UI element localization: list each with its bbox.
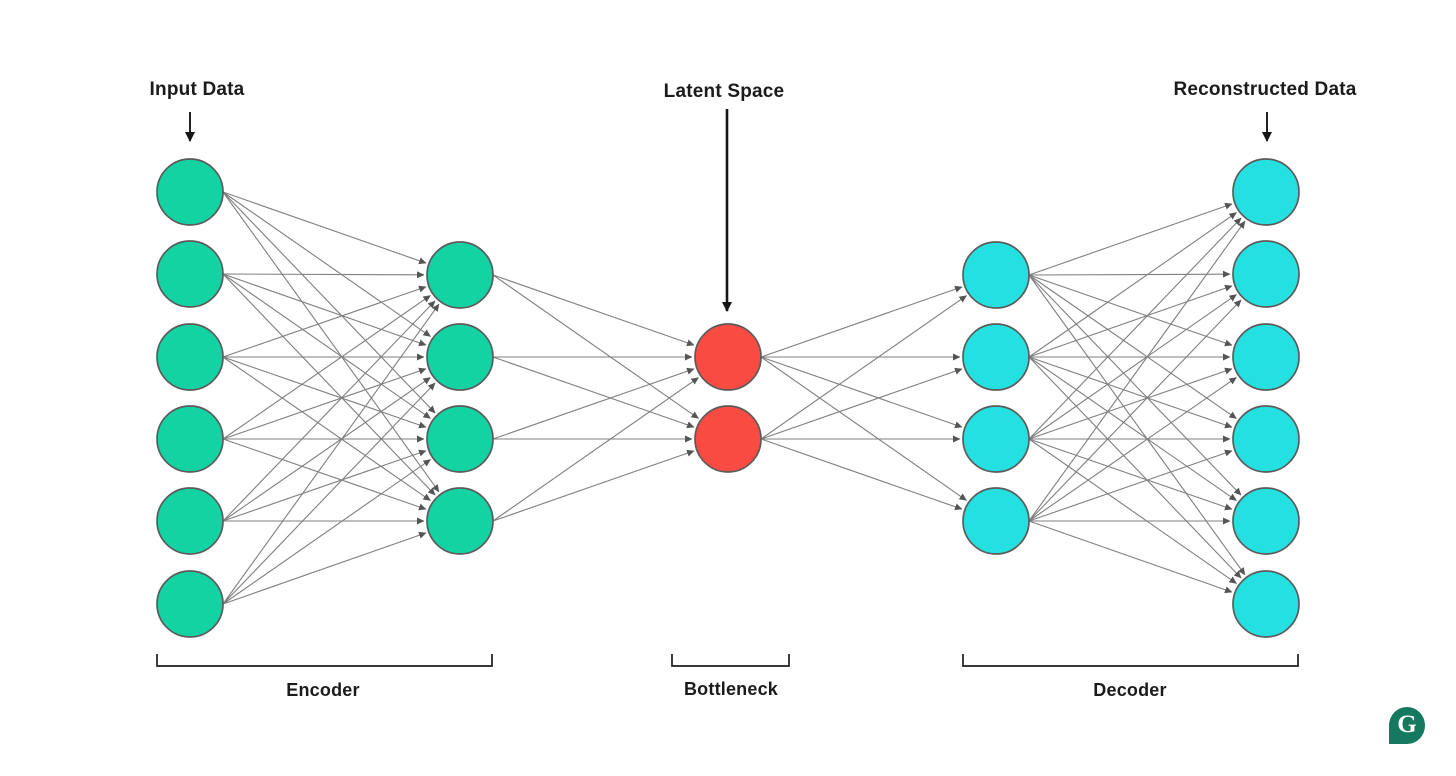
edge-decoder-hidden-layer-to-output-layer <box>1028 367 1233 440</box>
edge-decoder-hidden-layer-to-output-layer <box>1028 274 1246 576</box>
edge-input-layer-to-encoder-hidden-layer <box>222 271 425 279</box>
node-input-layer-5 <box>156 570 224 638</box>
node-input-layer-0 <box>156 158 224 226</box>
decoder-label: Decoder <box>1093 680 1166 700</box>
edge-input-layer-to-encoder-hidden-layer <box>222 273 431 419</box>
node-output-layer-5 <box>1232 570 1300 638</box>
node-decoder-hidden-layer-3 <box>962 487 1030 555</box>
edge-input-layer-to-encoder-hidden-layer <box>222 295 431 440</box>
edge-input-layer-to-encoder-hidden-layer <box>222 273 436 496</box>
encoder-label: Encoder <box>286 680 359 700</box>
edge-encoder-hidden-layer-to-bottleneck-layer <box>492 356 695 429</box>
node-encoder-hidden-layer-3 <box>426 487 494 555</box>
edge-encoder-hidden-layer-to-bottleneck-layer <box>492 449 695 522</box>
edge-decoder-hidden-layer-to-output-layer <box>1028 449 1233 522</box>
edge-encoder-hidden-layer-to-bottleneck-layer <box>492 274 695 347</box>
grammarly-logo-letter: G <box>1397 711 1417 738</box>
edge-input-layer-to-encoder-hidden-layer <box>222 356 431 501</box>
node-output-layer-0 <box>1232 158 1300 226</box>
edge-decoder-hidden-layer-to-output-layer <box>1028 270 1231 278</box>
edge-decoder-hidden-layer-to-output-layer <box>1028 299 1242 522</box>
node-decoder-hidden-layer-2 <box>962 405 1030 473</box>
node-decoder-hidden-layer-1 <box>962 323 1030 391</box>
edge-encoder-hidden-layer-to-bottleneck-layer <box>492 377 699 522</box>
edge-input-layer-to-encoder-hidden-layer <box>222 285 427 358</box>
node-encoder-hidden-layer-0 <box>426 241 494 309</box>
edge-input-layer-to-encoder-hidden-layer <box>222 273 427 347</box>
edge-input-layer-to-encoder-hidden-layer <box>222 191 440 493</box>
bottleneck-label: Bottleneck <box>684 679 779 699</box>
edge-bottleneck-layer-to-decoder-hidden-layer <box>760 285 963 358</box>
node-encoder-hidden-layer-2 <box>426 405 494 473</box>
reconstructed-data-label: Reconstructed Data <box>1173 79 1356 100</box>
edge-decoder-hidden-layer-to-output-layer <box>1028 438 1237 584</box>
edge-decoder-hidden-layer-to-output-layer <box>1028 438 1233 511</box>
edge-input-layer-to-encoder-hidden-layer <box>222 531 427 605</box>
edge-decoder-hidden-layer-to-output-layer <box>1028 274 1233 347</box>
edge-input-layer-to-encoder-hidden-layer <box>222 300 436 522</box>
edge-decoder-hidden-layer-to-output-layer <box>1028 356 1233 429</box>
edge-input-layer-to-encoder-hidden-layer <box>222 303 440 605</box>
network-graph <box>156 158 1300 638</box>
edge-decoder-hidden-layer-to-output-layer <box>1028 217 1242 440</box>
node-input-layer-2 <box>156 323 224 391</box>
edge-input-layer-to-encoder-hidden-layer <box>222 382 436 605</box>
node-encoder-hidden-layer-1 <box>426 323 494 391</box>
edge-decoder-hidden-layer-to-output-layer <box>1028 356 1242 579</box>
latent-space-label: Latent Space <box>664 81 785 102</box>
edge-decoder-hidden-layer-to-output-layer <box>1028 377 1237 522</box>
encoder-bracket <box>156 654 493 667</box>
edge-input-layer-to-encoder-hidden-layer <box>222 356 427 429</box>
edge-decoder-hidden-layer-to-output-layer <box>1028 274 1237 419</box>
edge-input-layer-to-encoder-hidden-layer <box>222 191 431 337</box>
edge-input-layer-to-encoder-hidden-layer <box>222 191 436 414</box>
node-output-layer-4 <box>1232 487 1300 555</box>
edge-decoder-hidden-layer-to-output-layer <box>1028 202 1233 276</box>
edge-bottleneck-layer-to-decoder-hidden-layer <box>760 295 967 440</box>
node-bottleneck-layer-1 <box>694 405 762 473</box>
node-output-layer-1 <box>1232 240 1300 308</box>
edge-input-layer-to-encoder-hidden-layer <box>222 367 427 440</box>
node-output-layer-2 <box>1232 323 1300 391</box>
input-data-label: Input Data <box>150 79 245 100</box>
decoder-bracket <box>962 654 1299 667</box>
edge-input-layer-to-encoder-hidden-layer <box>222 459 431 605</box>
edge-decoder-hidden-layer-to-output-layer <box>1028 356 1237 501</box>
edge-encoder-hidden-layer-to-bottleneck-layer <box>492 274 699 419</box>
edge-decoder-hidden-layer-to-output-layer <box>1028 520 1233 594</box>
edge-input-layer-to-encoder-hidden-layer <box>222 377 431 522</box>
edge-decoder-hidden-layer-to-output-layer <box>1028 274 1242 496</box>
edge-encoder-hidden-layer-to-bottleneck-layer <box>492 367 695 440</box>
node-input-layer-4 <box>156 487 224 555</box>
edge-input-layer-to-encoder-hidden-layer <box>222 191 427 265</box>
edge-decoder-hidden-layer-to-output-layer <box>1028 220 1246 522</box>
edge-decoder-hidden-layer-to-output-layer <box>1028 294 1237 440</box>
edge-bottleneck-layer-to-decoder-hidden-layer <box>760 438 963 511</box>
bottleneck-bracket <box>671 654 790 667</box>
edge-bottleneck-layer-to-decoder-hidden-layer <box>760 356 963 429</box>
node-bottleneck-layer-0 <box>694 323 762 391</box>
grammarly-logo-icon: G <box>1389 707 1425 744</box>
node-output-layer-3 <box>1232 405 1300 473</box>
node-decoder-hidden-layer-0 <box>962 241 1030 309</box>
node-input-layer-3 <box>156 405 224 473</box>
edge-bottleneck-layer-to-decoder-hidden-layer <box>760 367 963 440</box>
node-input-layer-1 <box>156 240 224 308</box>
edge-input-layer-to-encoder-hidden-layer <box>222 449 427 522</box>
edge-decoder-hidden-layer-to-output-layer <box>1028 284 1233 358</box>
edge-decoder-hidden-layer-to-output-layer <box>1028 212 1237 358</box>
edge-bottleneck-layer-to-decoder-hidden-layer <box>760 356 967 501</box>
edge-input-layer-to-encoder-hidden-layer <box>222 438 427 511</box>
